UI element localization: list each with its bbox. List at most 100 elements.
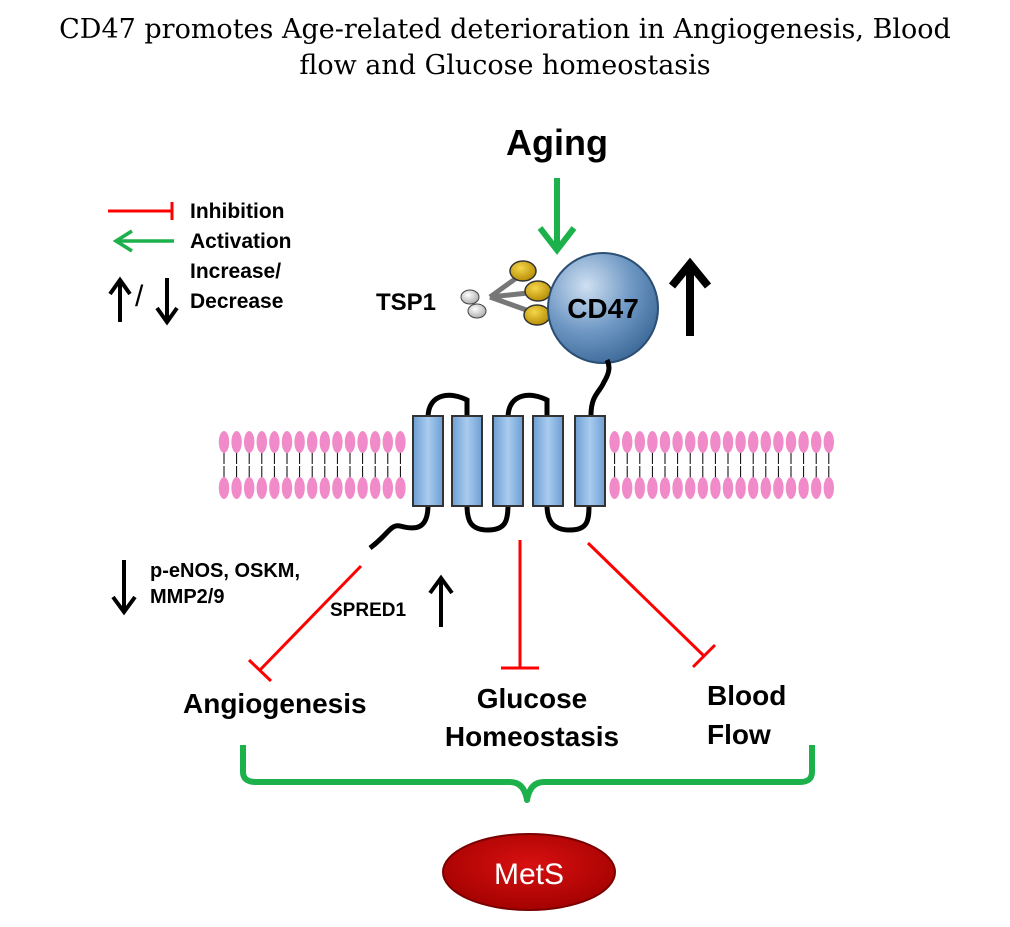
lipid-head: [256, 477, 267, 499]
lipid-head: [659, 477, 671, 499]
lipid-head: [672, 477, 683, 499]
downregulated-line-1: p-eNOS, OSKM,: [150, 560, 301, 582]
title-line-2: flow and Glucose homeostasis: [299, 50, 711, 81]
lipid-head: [294, 477, 305, 499]
lipid-head: [395, 431, 406, 453]
lipid-head: [685, 477, 696, 499]
legend-decrease-label: Decrease: [190, 290, 284, 313]
lipid-head: [244, 431, 255, 453]
blood-line-1: Blood: [707, 680, 787, 711]
receptor-loops: [368, 358, 612, 551]
lipid-head: [370, 477, 381, 499]
blood-line-2: Flow: [707, 719, 771, 750]
angiogenesis-label: Angiogenesis: [183, 688, 367, 719]
lipid-head: [609, 477, 620, 499]
lipid-head: [294, 431, 305, 453]
lipid-head: [231, 477, 242, 499]
legend-increase-label: Increase/: [190, 260, 282, 283]
lipid-head: [622, 431, 633, 453]
inhibition-blood-flow: [586, 541, 717, 669]
glucose-homeostasis-label: Glucose Homeostasis: [432, 680, 632, 756]
lipid-head: [395, 477, 406, 499]
lipid-head: [332, 431, 343, 453]
lipid-head: [748, 477, 759, 499]
lipid-head: [760, 431, 771, 453]
lipid-head: [785, 431, 797, 453]
lipid-head: [634, 477, 645, 499]
spred1-increase-arrow-icon: [428, 574, 454, 627]
lipid-head: [319, 431, 330, 453]
legend-activation-label: Activation: [190, 230, 292, 253]
lipid-head: [710, 431, 721, 453]
lipid-head: [370, 431, 381, 453]
lipid-head: [609, 431, 620, 453]
inhibition-angiogenesis: [247, 564, 363, 683]
lipid-head: [785, 477, 797, 499]
lipid-head: [244, 477, 255, 499]
inhibition-glucose-homeostasis: [501, 540, 539, 670]
lipid-head: [622, 477, 633, 499]
lipid-head: [319, 477, 330, 499]
lipid-head: [798, 431, 809, 453]
cd47-increase-arrow-icon: [668, 257, 712, 336]
legend-activation-arrow-icon: [112, 229, 174, 253]
legend-up-arrow-icon: [108, 276, 132, 322]
lipid-head: [357, 431, 368, 453]
lipid-head: [332, 477, 343, 499]
outcomes-brace: [240, 745, 815, 803]
lipid-head: [710, 477, 721, 499]
decrease-arrow-icon: [111, 560, 137, 616]
legend-down-arrow-icon: [155, 278, 179, 326]
lipid-head: [281, 431, 293, 453]
lipid-head: [382, 477, 393, 499]
lipid-head: [647, 431, 658, 453]
lipid-head: [344, 477, 356, 499]
lipid-head: [697, 431, 708, 453]
tsp1-label: TSP1: [376, 289, 436, 316]
lipid-head: [231, 431, 242, 453]
lipid-head: [256, 431, 267, 453]
lipid-head: [307, 431, 318, 453]
lipid-head: [823, 431, 834, 453]
lipid-head: [823, 477, 834, 499]
lipid-head: [218, 431, 230, 453]
lipid-head: [269, 431, 280, 453]
lipid-head: [218, 477, 230, 499]
lipid-head: [773, 431, 784, 453]
lipid-head: [382, 431, 393, 453]
cd47-label: CD47: [567, 293, 639, 324]
spred1-label: SPRED1: [330, 600, 407, 621]
transmembrane-helices: [412, 415, 606, 507]
lipid-head: [722, 431, 734, 453]
aging-activation-arrow-icon: [537, 178, 577, 255]
lipid-head: [281, 477, 293, 499]
lipid-head: [811, 477, 822, 499]
mets-node: [442, 833, 616, 911]
lipid-head: [647, 477, 658, 499]
lipid-head: [659, 431, 671, 453]
lipid-head: [685, 431, 696, 453]
lipid-head: [307, 477, 318, 499]
lipid-head: [748, 431, 759, 453]
figure-title: CD47 promotes Age-related deterioration …: [0, 12, 1010, 84]
cell-membrane: [218, 431, 834, 499]
lipid-head: [697, 477, 708, 499]
glucose-line-1: Glucose: [476, 683, 588, 714]
tsp1-ligand: [460, 260, 552, 326]
lipid-head: [357, 477, 368, 499]
title-line-1: CD47 promotes Age-related deterioration …: [59, 14, 951, 45]
mets-label: MetS: [494, 858, 564, 891]
lipid-head: [811, 431, 822, 453]
aging-label: Aging: [506, 122, 608, 163]
downregulated-targets: p-eNOS, OSKM, MMP2/9: [150, 558, 300, 610]
lipid-head: [634, 431, 645, 453]
blood-flow-label: Blood Flow: [707, 676, 786, 754]
downregulated-line-2: MMP2/9: [150, 586, 225, 608]
lipid-head: [735, 431, 746, 453]
cd47-receptor: [547, 252, 659, 364]
lipid-head: [722, 477, 734, 499]
legend-inhibition-label: Inhibition: [190, 200, 285, 223]
lipid-head: [735, 477, 746, 499]
lipid-head: [798, 477, 809, 499]
